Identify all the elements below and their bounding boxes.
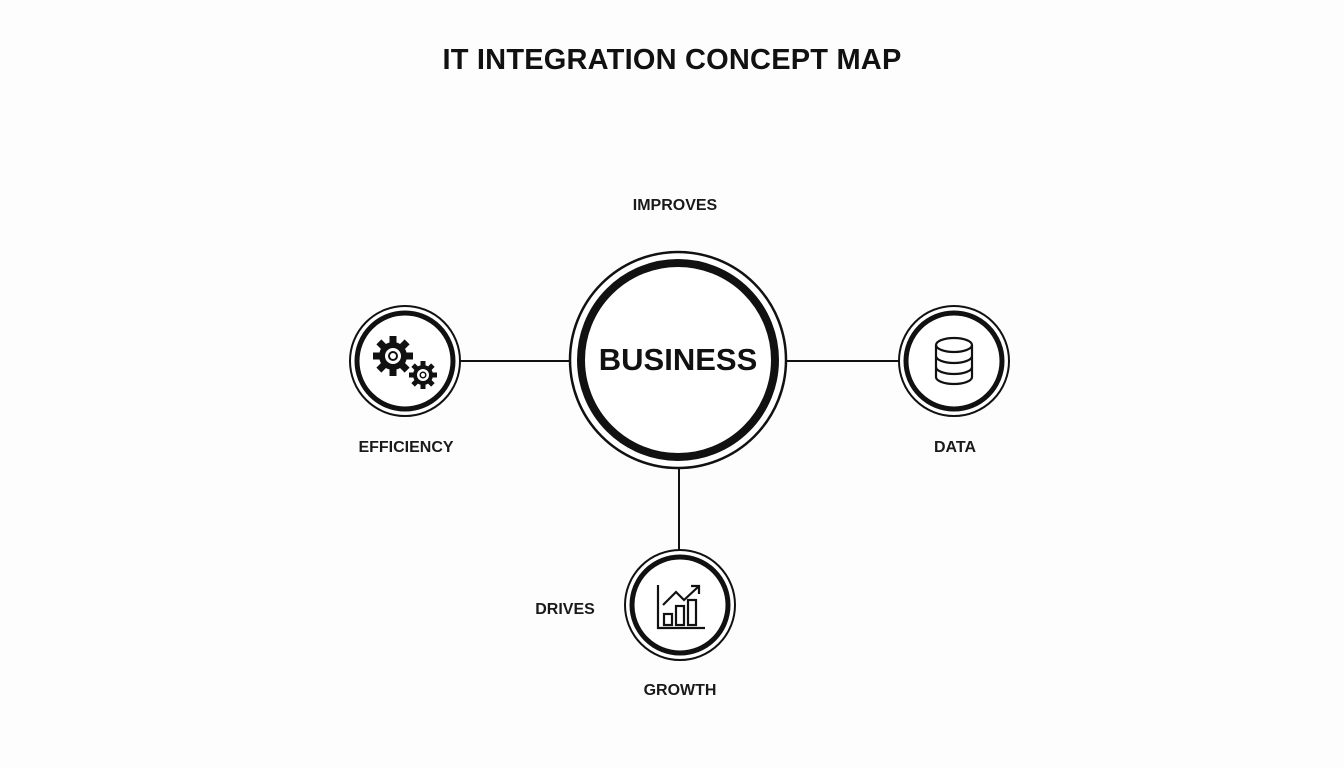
growth-chart-icon [656,584,705,630]
database-icon [934,336,974,386]
business-node[interactable] [568,250,788,470]
growth-node[interactable] [624,549,736,661]
node-label-growth: GROWTH [643,682,717,699]
relation-label-drives: DRIVES [535,601,595,618]
business-label: BUSINESS [598,342,758,377]
gears-icon [373,336,437,389]
node-label-data: DATA [933,439,977,456]
relation-label-improves: IMPROVES [632,197,718,214]
data-node[interactable] [898,305,1010,417]
efficiency-node[interactable] [349,305,461,417]
node-label-efficiency: EFFICIENCY [358,439,454,456]
diagram-title: IT INTEGRATION CONCEPT MAP [442,44,902,76]
